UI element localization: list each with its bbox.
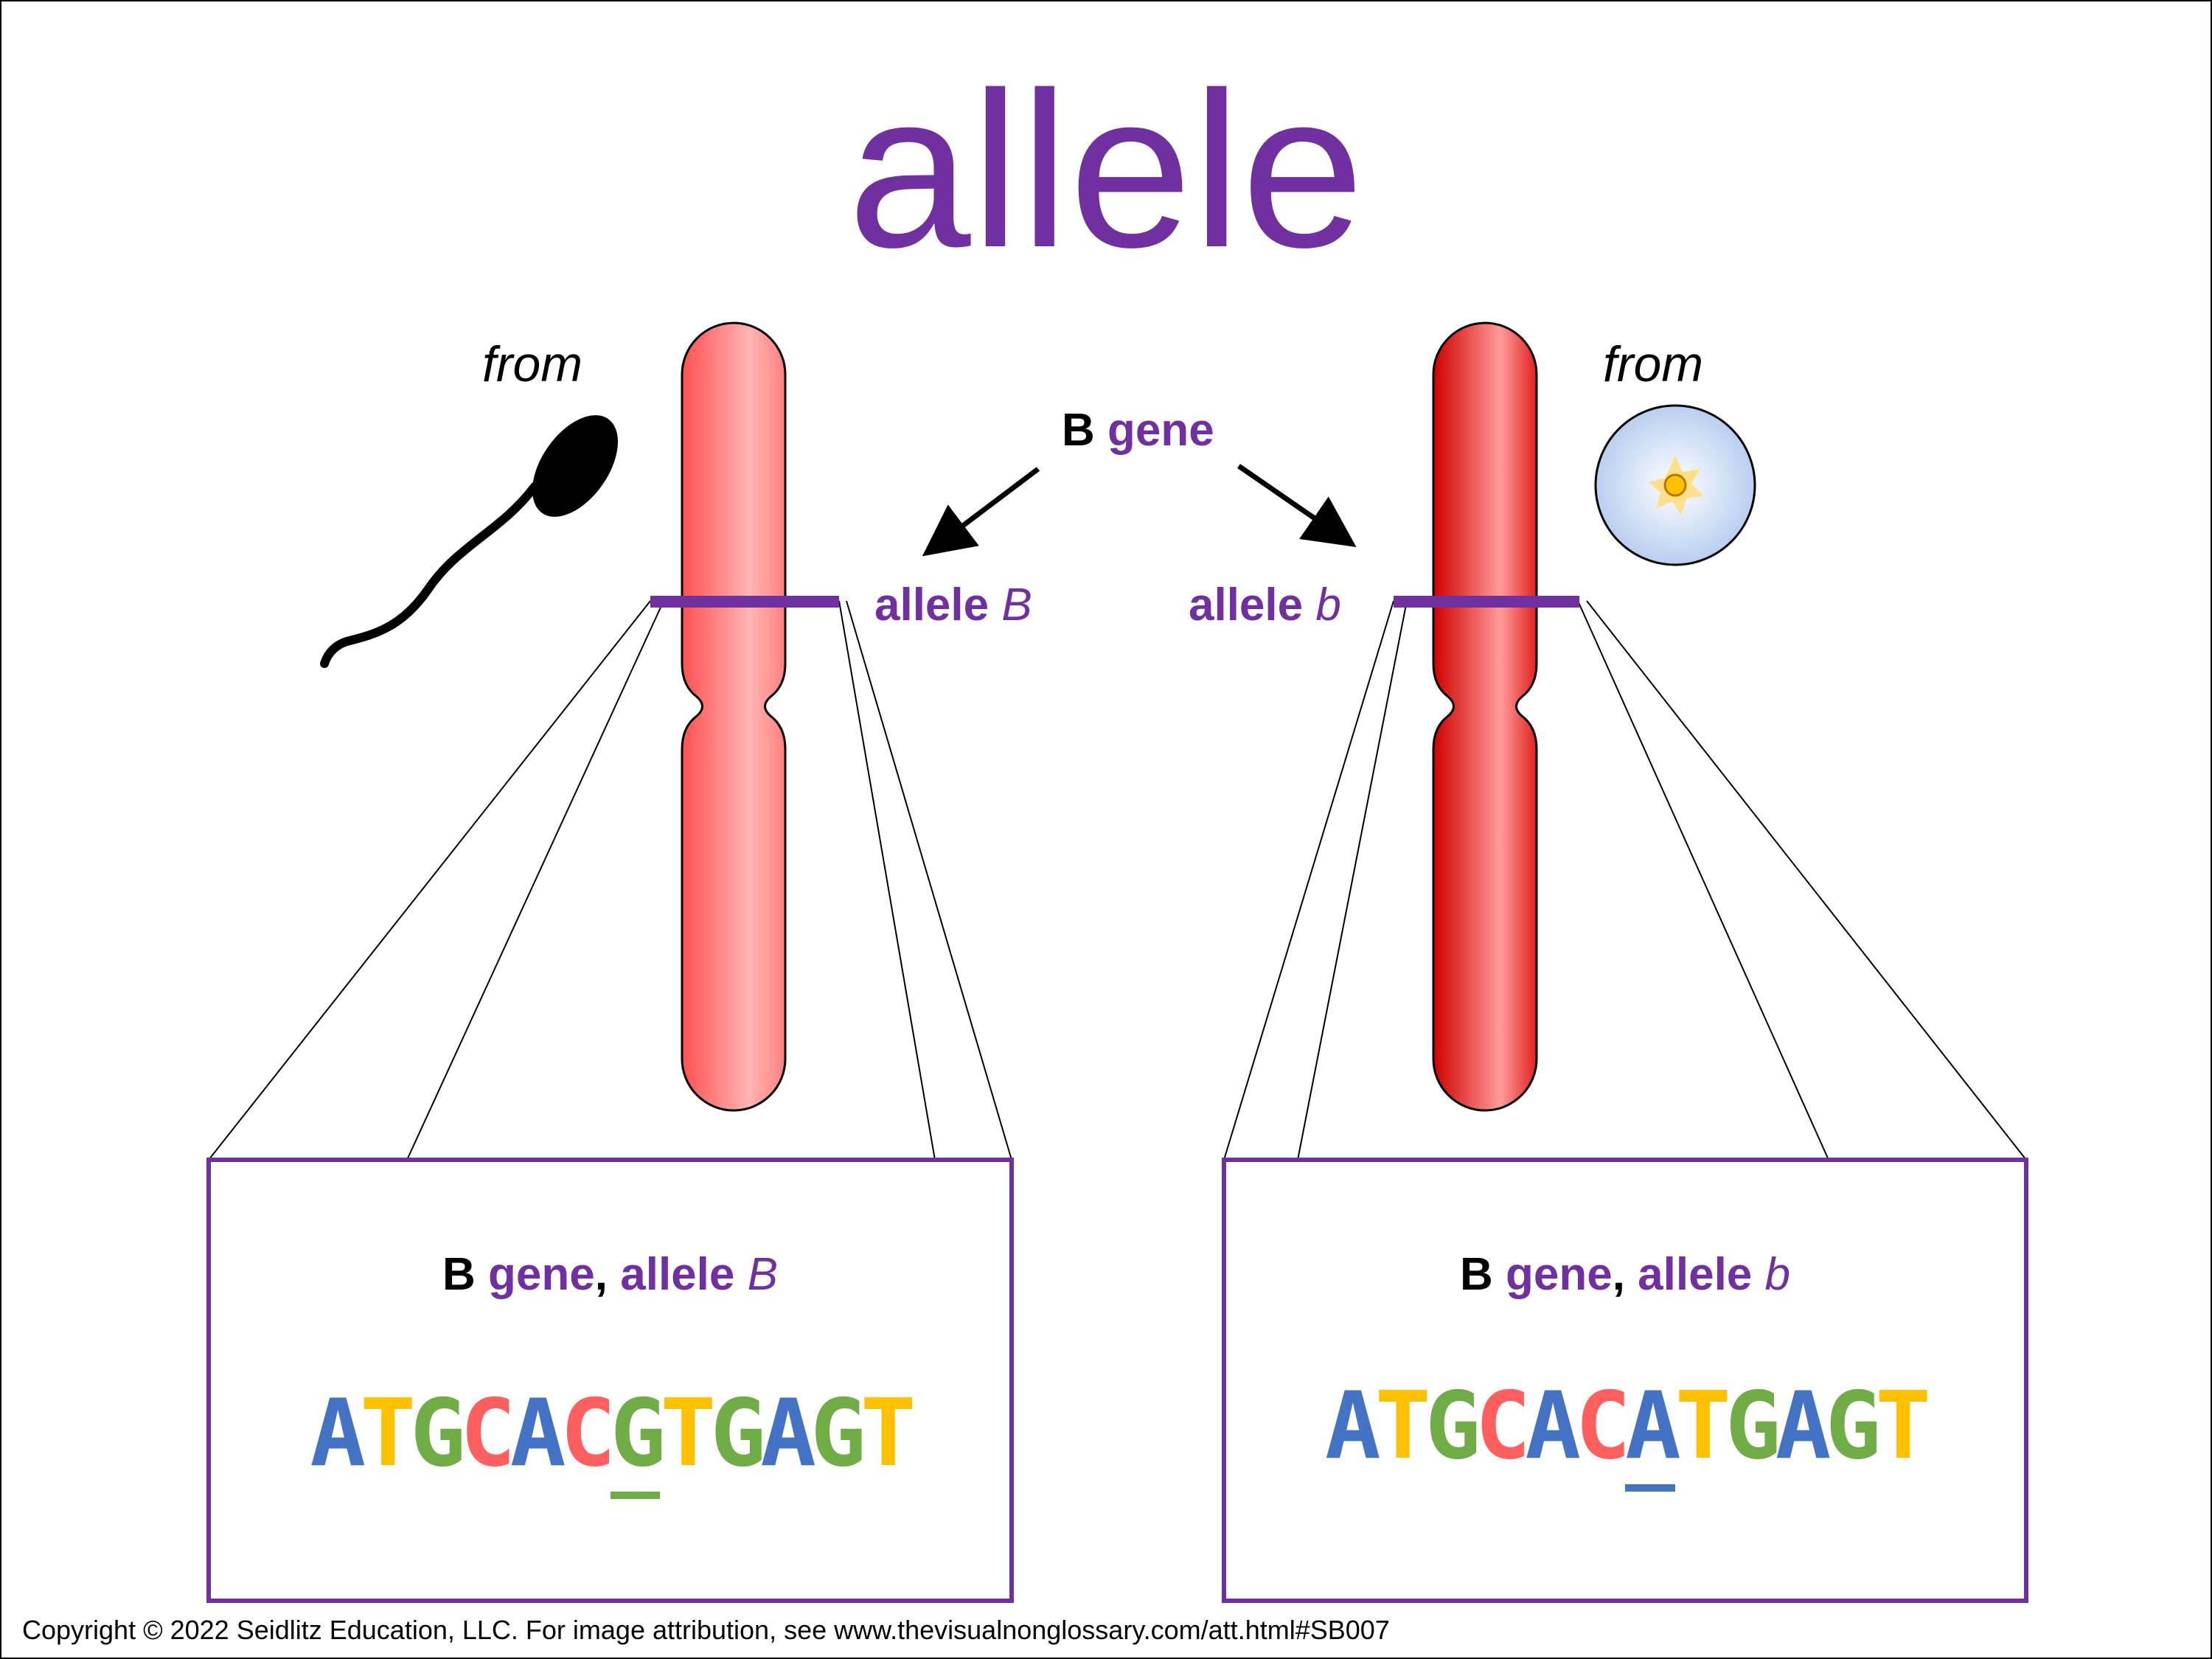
allele-symbol-right: b [1315, 580, 1341, 630]
nucleotide-left-9: A [760, 1379, 816, 1487]
sequence-box-left [206, 1158, 1014, 1603]
nucleotide-right-4: A [1525, 1371, 1581, 1480]
nucleotide-right-0: A [1324, 1371, 1381, 1480]
from-label-left: from [482, 336, 582, 392]
arrow-to-allele-B [922, 467, 1040, 557]
gene-band-right [1394, 596, 1579, 608]
allele-word-right: allele [1189, 580, 1304, 630]
nucleotide-right-6: A [1625, 1371, 1681, 1492]
nucleotide-left-3: C [459, 1379, 516, 1487]
nucleotide-right-9: A [1775, 1371, 1832, 1480]
box-heading-left-letter: B [442, 1249, 476, 1300]
nucleotide-left-2: G [410, 1379, 466, 1487]
chromosome-left [681, 321, 787, 1112]
sequence-box-right [1222, 1158, 2028, 1603]
box-heading-right: B gene, allele b [1224, 1248, 2026, 1301]
nucleotide-right-5: C [1575, 1371, 1631, 1480]
copyright-text: Copyright © 2022 Seidlitz Education, LLC… [22, 1615, 1390, 1645]
box-heading-left-comma: , [594, 1249, 608, 1300]
nucleotide-left-5: C [560, 1379, 616, 1487]
allele-symbol-left: B [1001, 580, 1032, 630]
allele-label-left: allele B [874, 579, 1032, 631]
nucleotide-left-7: T [660, 1379, 716, 1487]
nucleotide-left-1: T [360, 1379, 416, 1487]
nucleotide-left-10: G [810, 1379, 866, 1487]
box-heading-left-gene: gene [488, 1249, 595, 1300]
nucleotide-right-7: T [1674, 1371, 1731, 1480]
gene-label: B gene [1062, 404, 1214, 456]
nucleotide-right-1: T [1374, 1371, 1431, 1480]
arrow-to-allele-b [1237, 464, 1357, 547]
allele-word-left: allele [874, 580, 990, 630]
nucleotide-right-11: T [1875, 1371, 1931, 1480]
nucleotide-left-8: G [710, 1379, 766, 1487]
box-heading-right-gene: gene [1505, 1249, 1613, 1300]
dna-sequence-right: ATGCACATGAGT [1224, 1371, 2026, 1492]
gene-letter: B [1062, 405, 1095, 456]
gene-word: gene [1107, 405, 1214, 456]
nucleotide-left-6: G [610, 1379, 666, 1499]
nucleotide-left-11: T [860, 1379, 917, 1487]
box-heading-left-allele: allele [620, 1249, 735, 1300]
box-heading-left: B gene, allele B [209, 1248, 1012, 1301]
zoom-lines-left [208, 600, 1012, 1161]
nucleotide-right-10: G [1825, 1371, 1881, 1480]
dna-sequence-left: ATGCACGTGAGT [209, 1379, 1012, 1499]
allele-label-right: allele b [1189, 579, 1341, 631]
sperm-icon [320, 415, 618, 668]
box-heading-right-allele: allele [1638, 1249, 1753, 1300]
box-heading-right-comma: , [1612, 1249, 1625, 1300]
page-title: allele [847, 46, 1365, 293]
gene-band-left [650, 596, 839, 608]
from-label-right: from [1603, 336, 1703, 392]
nucleotide-left-0: A [310, 1379, 366, 1487]
box-heading-left-symbol: B [747, 1249, 778, 1300]
nucleotide-left-4: A [509, 1379, 566, 1487]
chromosome-right [1432, 321, 1538, 1112]
egg-cell-icon [1594, 404, 1756, 566]
nucleotide-right-8: G [1725, 1371, 1781, 1480]
nucleotide-right-3: C [1475, 1371, 1531, 1480]
nucleotide-right-2: G [1425, 1371, 1481, 1480]
zoom-lines-right [1223, 600, 2027, 1161]
box-heading-right-letter: B [1459, 1249, 1493, 1300]
box-heading-right-symbol: b [1764, 1249, 1791, 1300]
